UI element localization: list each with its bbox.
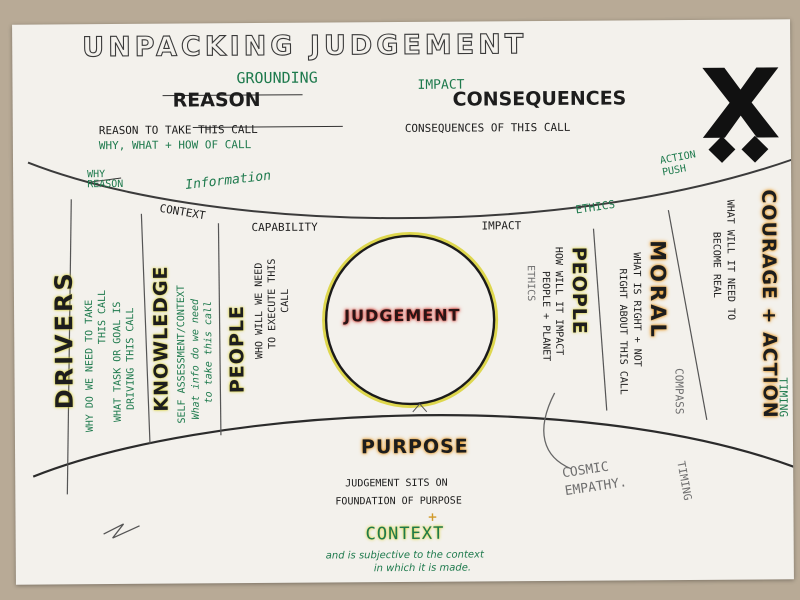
people-right-note: ETHICS <box>524 265 536 302</box>
grounding-label: GROUNDING <box>236 68 318 88</box>
knowledge-desc-3: to take this call <box>202 300 215 404</box>
drivers-desc-2: THIS CALL <box>96 289 109 345</box>
page-title: UNPACKING JUDGEMENT <box>82 29 528 64</box>
knowledge-desc-1: SELF ASSESSMENT/CONTEXT <box>175 285 188 424</box>
strike-reason-desc <box>192 125 343 128</box>
logo-icon <box>702 67 779 163</box>
impact-arc-label: IMPACT <box>481 219 522 233</box>
purpose-desc-2: FOUNDATION OF PURPOSE <box>335 495 462 508</box>
timing-right-label: TIMING <box>776 377 790 418</box>
reason-desc-1: REASON TO TAKE THIS CALL <box>98 123 258 138</box>
context-desc-1: and is subjective to the context <box>325 549 484 562</box>
divider-2 <box>140 213 151 444</box>
moral-desc-2: RIGHT ABOUT THIS CALL <box>616 268 629 395</box>
purpose-desc-1: JUDGEMENT SITS ON <box>345 477 448 490</box>
people-left-heading: PEOPLE <box>226 305 249 394</box>
capability-label: CAPABILITY <box>251 220 318 235</box>
top-curve <box>27 158 794 220</box>
cosmic-bracket <box>543 392 572 470</box>
purpose-heading: PURPOSE <box>360 435 469 459</box>
judgement-circle-highlight <box>322 231 499 408</box>
diagram-lines <box>27 67 794 539</box>
plus-sign: + <box>427 509 438 524</box>
consequences-heading: CONSEQUENCES <box>452 87 627 111</box>
moral-heading: MORAL <box>645 240 671 340</box>
divider-4 <box>592 228 608 411</box>
divider-3 <box>217 223 222 436</box>
judgement-label: JUDGEMENT <box>344 305 461 326</box>
drivers-desc-4: DRIVING THIS CALL <box>125 307 137 410</box>
moral-desc-1: WHAT IS RIGHT + NOT <box>630 252 643 367</box>
bottom-curve <box>32 414 794 478</box>
people-left-desc-3: CALL <box>279 288 292 313</box>
strike-why <box>89 177 122 183</box>
strike-reason <box>162 94 303 97</box>
drivers-desc-1: WHY DO WE NEED TO TAKE <box>83 299 96 433</box>
moral-compass-label: COMPASS <box>672 368 686 415</box>
divider-5 <box>667 210 708 420</box>
courage-desc-1: WHAT WILL IT NEED TO <box>724 199 737 321</box>
reason-heading: REASON <box>172 88 261 112</box>
knowledge-heading: KNOWLEDGE <box>149 265 173 412</box>
context-heading: CONTEXT <box>365 523 445 545</box>
divider-1 <box>66 199 72 495</box>
people-left-desc-1: WHO WILL WE NEED <box>253 262 266 360</box>
paper-sheet: UNPACKING JUDGEMENT GROUNDING REASON REA… <box>12 19 794 585</box>
people-right-desc-2: PEOPLE + PLANET <box>539 270 552 362</box>
people-right-desc-1: HOW WILL IT IMPACT <box>552 246 565 356</box>
people-left-desc-2: TO EXECUTE THIS <box>266 258 279 349</box>
why-reason-label: WHY REASON <box>87 169 124 191</box>
context-desc-2: in which it is made. <box>373 562 472 575</box>
courage-desc-2: BECOME REAL <box>710 231 722 299</box>
reason-desc-2: WHY, WHAT + HOW OF CALL <box>98 138 252 153</box>
knowledge-desc-2: What info do we need <box>189 298 202 420</box>
scribble-mark <box>103 523 140 539</box>
people-right-heading: PEOPLE <box>567 246 591 335</box>
drivers-desc-3: WHAT TASK OR GOAL IS <box>111 301 124 423</box>
judgement-circle <box>324 234 496 406</box>
drivers-heading: DRIVERS <box>49 270 79 410</box>
consequences-desc: CONSEQUENCES OF THIS CALL <box>404 120 571 135</box>
triangle-mark <box>412 403 428 413</box>
